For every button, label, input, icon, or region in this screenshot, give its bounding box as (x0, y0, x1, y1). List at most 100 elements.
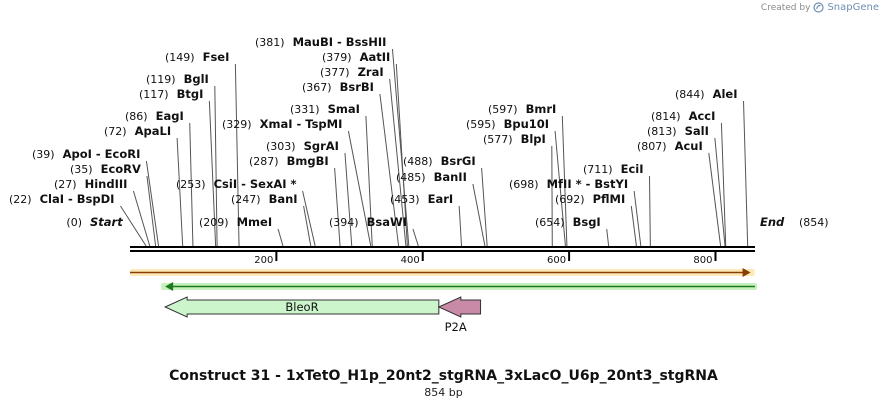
cut-site-leader-line (633, 190, 642, 247)
cut-site-position: (379) (322, 51, 352, 64)
cut-site-position: (377) (320, 66, 350, 79)
cut-site-leader-line (720, 122, 727, 247)
end-label: End (760, 215, 785, 229)
cut-site-leader-line (146, 175, 157, 247)
cut-site-position: (813) (647, 125, 677, 138)
cut-site-leader-line (412, 228, 419, 247)
construct-length: 854 bp (424, 386, 463, 399)
cut-site-position: (597) (488, 103, 518, 116)
enzyme-name: ClaI - BspDI (40, 192, 115, 206)
cut-site-position: (287) (249, 155, 279, 168)
cut-site-leader-line (365, 115, 373, 247)
cut-site-position: (844) (675, 88, 705, 101)
enzyme-name: BsaWI (367, 215, 407, 229)
cut-site-position: (329) (222, 118, 252, 131)
cut-site-position: (367) (302, 81, 332, 94)
cut-site-leader-line (708, 152, 722, 247)
cut-site-position: (488) (403, 155, 433, 168)
cut-site-leader-line (630, 205, 637, 247)
enzyme-name: BanII (434, 170, 467, 184)
cut-site-position: (698) (509, 178, 539, 191)
enzyme-name: ZraI (358, 65, 384, 79)
enzyme-name: MfII * - BstYI (547, 177, 629, 191)
cut-site-leader-line (714, 137, 726, 247)
credit-brand: SnapGene (827, 2, 879, 13)
cut-site-position: (595) (466, 118, 496, 131)
cut-site-leader-line (458, 205, 463, 247)
enzyme-name: BglI (184, 72, 209, 86)
cut-site-leader-line (472, 183, 486, 247)
enzyme-name: EcoRV (101, 162, 141, 176)
feature-label: P2A (445, 320, 467, 334)
cut-site-position: (253) (176, 178, 206, 191)
feature-label: BleoR (285, 300, 318, 314)
snapgene-logo-icon (813, 2, 825, 13)
enzyme-name: XmaI - TspMI (260, 117, 343, 131)
enzyme-name: EarI (428, 192, 454, 206)
cut-site-position: (807) (637, 140, 667, 153)
start-position-label: (0) (66, 216, 82, 229)
cut-site-leader-line (277, 228, 284, 247)
orange-bar-arrowhead (742, 268, 751, 277)
cut-site-position: (72) (104, 125, 127, 138)
enzyme-name: BlpI (521, 132, 546, 146)
cut-site-position: (117) (139, 88, 169, 101)
feature-p2a-arrow (437, 296, 482, 318)
cut-site-position: (814) (651, 110, 681, 123)
cut-site-leader-line (214, 85, 218, 247)
ruler-tick-label: 400 (401, 255, 420, 266)
enzyme-name: BsrBI (340, 80, 374, 94)
enzyme-name: SmaI (328, 102, 360, 116)
enzyme-name: BsrGI (441, 154, 476, 168)
enzyme-name: CsiI - SexAI * (214, 177, 297, 191)
cut-site-leader-line (145, 160, 160, 247)
enzyme-name: SgrAI (304, 139, 339, 153)
enzyme-name: ApaLI (135, 124, 172, 138)
ruler-tick-label: 600 (547, 255, 566, 266)
cut-site-position: (394) (329, 216, 359, 229)
green-bar-arrowhead (165, 282, 174, 291)
cut-site-position: (27) (54, 178, 77, 191)
ruler-tick-label: 800 (693, 255, 712, 266)
cut-site-leader-line (344, 152, 353, 247)
cut-site-position: (692) (555, 193, 585, 206)
cut-site-position: (86) (125, 110, 148, 123)
snapgene-credit: Created by SnapGene (761, 2, 879, 13)
cut-site-position: (577) (483, 133, 513, 146)
enzyme-name: EciI (621, 162, 644, 176)
cut-site-leader-line (303, 205, 312, 247)
cut-site-position: (119) (146, 73, 176, 86)
enzyme-name: BmrI (526, 102, 557, 116)
enzyme-name: ApoI - EcoRI (63, 147, 141, 161)
cut-site-leader-line (391, 48, 410, 247)
enzyme-name: MauBI - BssHII (293, 35, 387, 49)
cut-site-position: (654) (535, 216, 565, 229)
cut-site-leader-line (649, 175, 651, 247)
cut-site-position: (453) (390, 193, 420, 206)
cut-site-leader-line (561, 115, 568, 247)
cut-site-leader-line (189, 122, 194, 247)
enzyme-name: AcuI (675, 139, 703, 153)
cut-site-leader-line (334, 167, 341, 247)
cut-site-position: (331) (290, 103, 320, 116)
cut-site-position: (303) (266, 140, 296, 153)
cut-site-leader-line (743, 100, 749, 247)
cut-site-leader-line (208, 100, 217, 247)
cut-site-leader-line (120, 205, 147, 247)
cut-site-leader-line (302, 190, 316, 247)
cut-site-position: (381) (255, 36, 285, 49)
cut-site-position: (22) (9, 193, 32, 206)
enzyme-name: Bpu10I (504, 117, 549, 131)
cut-site-leader-line (176, 137, 184, 247)
enzyme-name: PflMI (593, 192, 626, 206)
cut-site-position: (711) (583, 163, 613, 176)
end-position-label: (854) (799, 216, 829, 229)
cut-site-leader-line (554, 130, 566, 247)
enzyme-name: MmeI (237, 215, 273, 229)
credit-text: Created by (760, 2, 811, 13)
enzyme-name: SalI (685, 124, 709, 138)
construct-title: Construct 31 - 1xTetO_H1p_20nt2_stgRNA_3… (169, 368, 718, 384)
cut-site-leader-line (347, 130, 372, 247)
cut-site-position: (149) (165, 51, 195, 64)
